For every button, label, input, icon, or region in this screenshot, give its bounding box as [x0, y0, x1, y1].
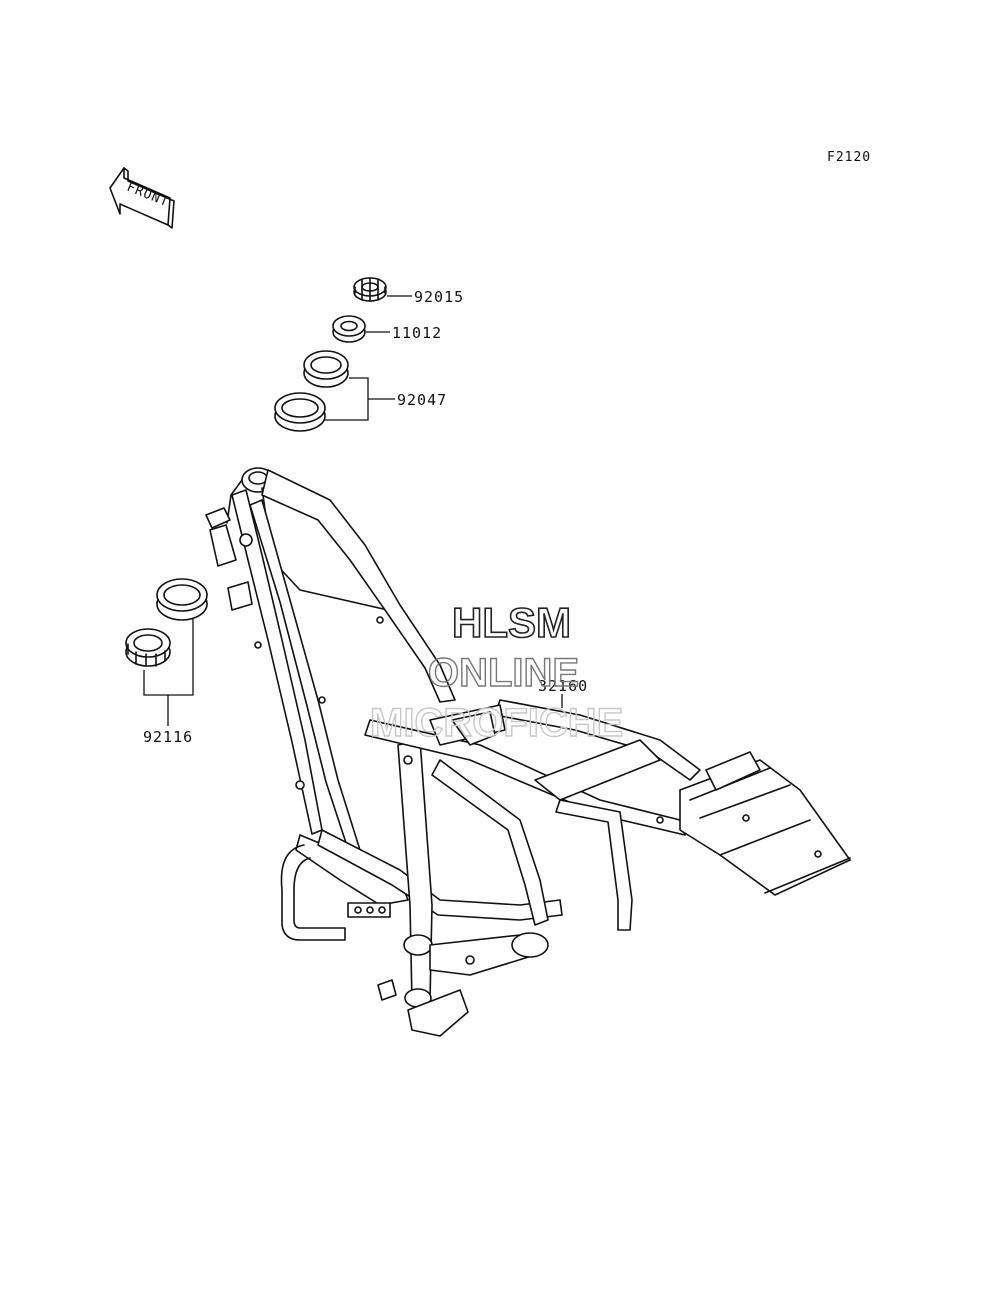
- part-number-32160: 32160: [538, 677, 588, 695]
- watermark-line-3: MICROFICHE: [370, 701, 623, 745]
- part-number-92047: 92047: [397, 391, 447, 409]
- diagram-ref: F2120: [827, 150, 871, 165]
- watermark-line-2: ONLINE: [428, 651, 579, 695]
- front-arrow-icon: FRONT: [109, 167, 175, 229]
- watermark-line-1: HLSM: [452, 599, 571, 646]
- part-number-92015: 92015: [414, 288, 464, 306]
- part-92015-nut-icon: [353, 277, 387, 302]
- motorcycle-frame-drawing: [205, 467, 851, 1037]
- part-92116-bearing-icon: [125, 578, 208, 667]
- part-11012-seal-icon: [332, 315, 366, 343]
- watermark: HLSM ONLINE MICROFICHE: [369, 598, 624, 746]
- part-number-11012: 11012: [392, 324, 442, 342]
- part-92047-bearing-icon: [274, 350, 349, 432]
- part-number-92116: 92116: [143, 728, 193, 746]
